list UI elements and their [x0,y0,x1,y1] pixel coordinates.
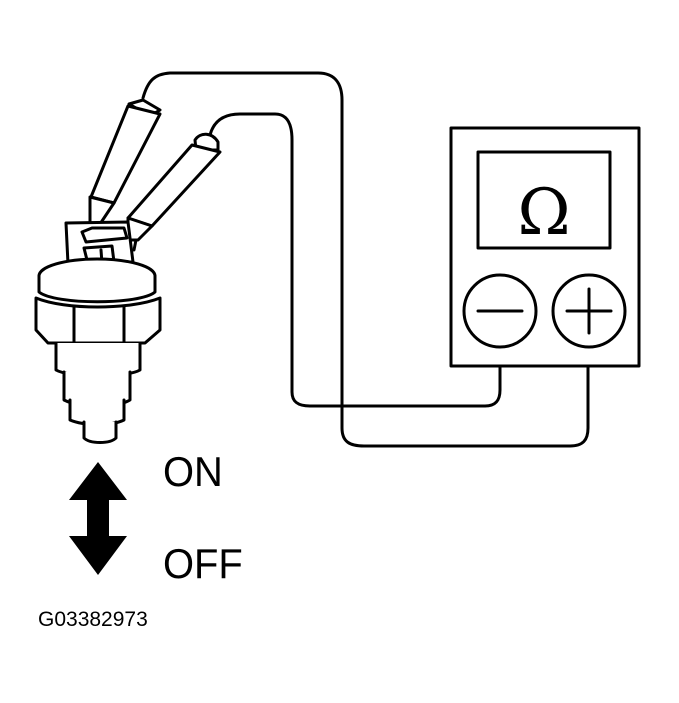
meter-display [476,150,612,250]
ohm-symbol: Ω [517,176,570,250]
off-label: OFF [163,540,243,587]
wire-positive [141,71,590,448]
ohmmeter [449,126,641,368]
pressure-switch [34,220,162,444]
double-arrow-vertical-icon [69,462,127,575]
wire-negative [208,112,502,408]
on-label: ON [163,448,223,495]
figure-id: G03382973 [38,608,148,631]
